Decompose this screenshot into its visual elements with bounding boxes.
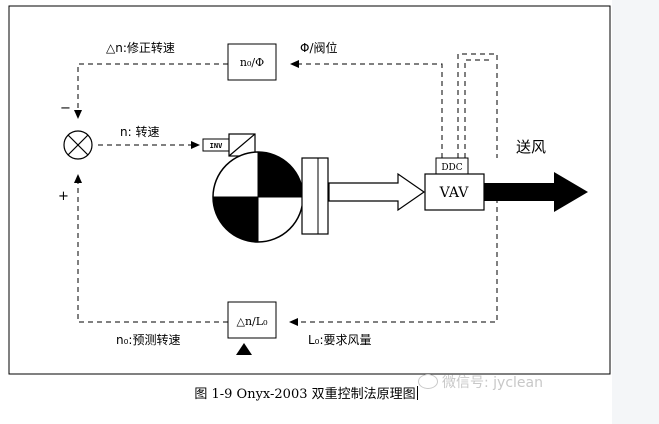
airflow-arrow bbox=[328, 172, 426, 212]
ddc-label: DDC bbox=[441, 163, 462, 173]
required-air-line bbox=[289, 198, 498, 326]
vav-box bbox=[424, 173, 485, 211]
signal-lines bbox=[74, 53, 498, 326]
valve-position-label: Φ/阀位 bbox=[300, 40, 338, 55]
watermark-text: 微信号: jyclean bbox=[442, 375, 543, 391]
fan-housing bbox=[301, 157, 329, 235]
supply-air-arrow bbox=[484, 172, 588, 212]
plus-sign: + bbox=[58, 189, 69, 204]
valve-position-line bbox=[290, 60, 443, 158]
bottom-input-triangle bbox=[236, 343, 252, 355]
speed-label: n: 转速 bbox=[120, 124, 159, 139]
vav-label: VAV bbox=[439, 185, 470, 201]
bottom-controller-box bbox=[227, 301, 277, 339]
supply-air-label: 送风 bbox=[516, 138, 546, 156]
summing-junction bbox=[63, 130, 93, 160]
control-diagram: − + n₀/Φ △n/L₀ INV DDC bbox=[8, 5, 611, 375]
top-box-label: n₀/Φ bbox=[240, 56, 264, 69]
inv-label: INV bbox=[210, 142, 223, 150]
correction-label: △n:修正转速 bbox=[106, 40, 175, 55]
predicted-speed-label: n₀:预测转速 bbox=[116, 332, 180, 347]
text-cursor bbox=[416, 386, 418, 400]
caption-text: 图 1-9 Onyx-2003 双重控制法原理图 bbox=[194, 387, 416, 402]
figure-caption: 图 1-9 Onyx-2003 双重控制法原理图 bbox=[0, 383, 612, 402]
page-margin-strip bbox=[612, 0, 659, 424]
required-air-label: L₀:要求风量 bbox=[308, 333, 372, 347]
fan-wheel bbox=[212, 151, 304, 243]
wechat-icon bbox=[418, 374, 438, 389]
predicted-speed-line bbox=[74, 174, 228, 323]
correction-line bbox=[74, 63, 228, 119]
top-controller-box bbox=[227, 43, 277, 81]
minus-sign: − bbox=[60, 101, 71, 116]
figure-frame bbox=[8, 5, 611, 375]
bottom-box-label: △n/L₀ bbox=[237, 315, 269, 328]
actuator-diagonal bbox=[228, 133, 256, 157]
ddc-link-a bbox=[457, 53, 498, 158]
watermark: 微信号: jyclean bbox=[418, 372, 543, 392]
ddc-link-b bbox=[464, 59, 490, 158]
